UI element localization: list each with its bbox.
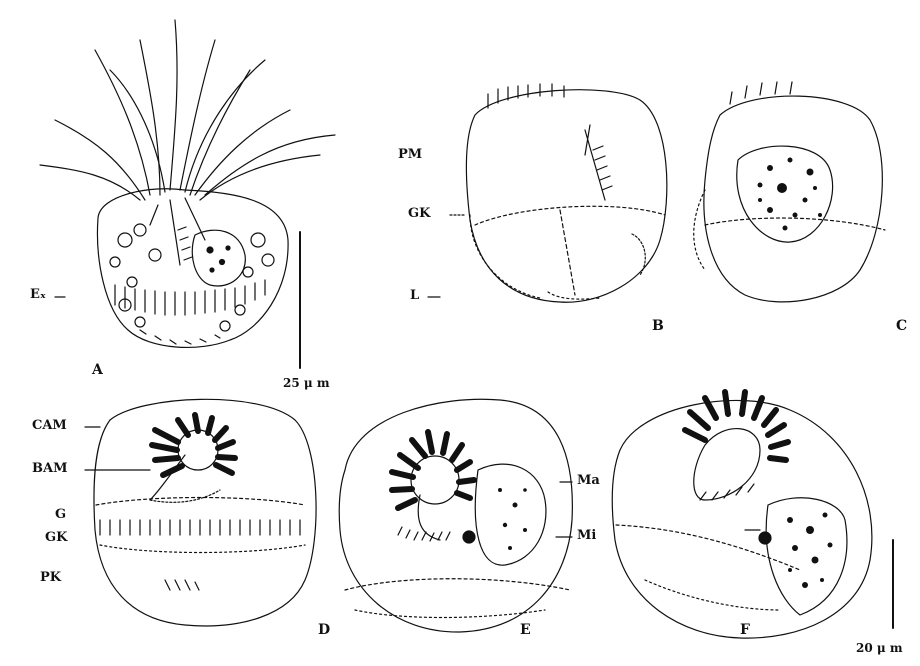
macronucleus-f-granules (787, 513, 833, 589)
cell-a-drawing (40, 20, 335, 347)
panel-c-label: C (896, 318, 907, 334)
label-bam: BAM (32, 461, 67, 476)
cell-c-drawing (694, 82, 885, 302)
cell-b-drawing (466, 84, 667, 302)
membranelles-f (685, 392, 788, 460)
label-gk-b: GK (408, 206, 430, 221)
label-l: L (410, 288, 419, 303)
cell-e-drawing (339, 399, 572, 632)
label-mi: Mi (577, 528, 596, 543)
label-g: G (55, 507, 66, 522)
macronucleus-e-granules (498, 488, 527, 550)
cell-f-drawing (612, 400, 872, 638)
scale-label-top: 25 μ m (283, 376, 330, 390)
label-ex: Eₓ (30, 287, 46, 302)
cell-d-drawing (94, 399, 316, 626)
panel-d-label: D (318, 622, 330, 638)
panel-f-label: F (740, 622, 750, 638)
panel-a-label: A (92, 362, 103, 378)
label-pm: PM (398, 147, 422, 162)
panel-b-label: B (652, 318, 664, 334)
label-cam: CAM (32, 418, 67, 433)
label-gk-d: GK (45, 530, 67, 545)
membranelles-d (152, 415, 235, 475)
macronucleus-c-granules (758, 158, 823, 231)
panel-e-label: E (520, 622, 531, 638)
membranelles-e (392, 432, 474, 508)
scale-label-bottom: 20 μ m (856, 641, 903, 655)
label-pk: PK (40, 570, 61, 585)
label-ma: Ma (577, 473, 600, 488)
